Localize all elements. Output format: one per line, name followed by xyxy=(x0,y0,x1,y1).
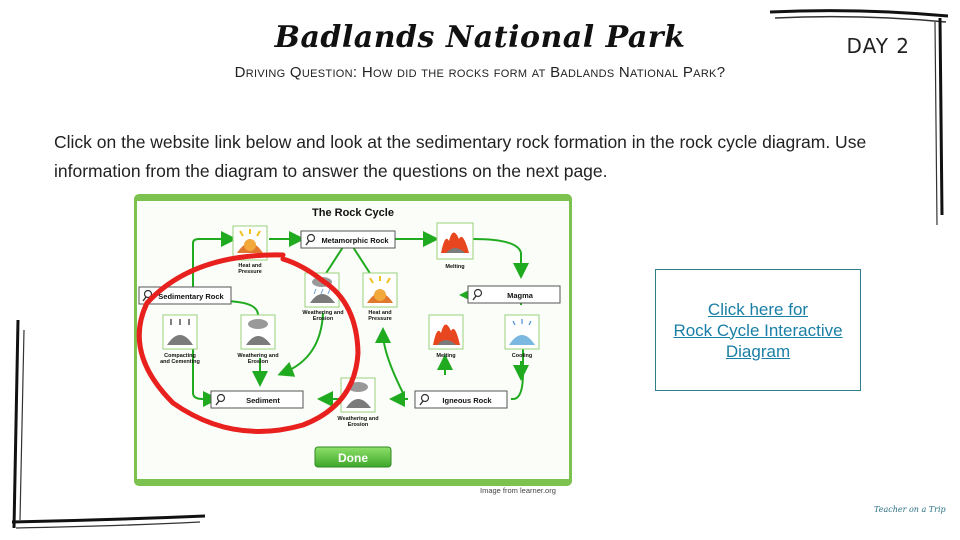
process-label: Heat and xyxy=(368,310,391,316)
teacher-on-a-trip-logo: Teacher on a Trip xyxy=(874,505,946,514)
node-magma-label: Magma xyxy=(507,291,534,300)
done-button[interactable]: Done xyxy=(314,446,392,468)
node-magma[interactable]: Magma xyxy=(467,285,561,304)
weathering-icon[interactable] xyxy=(240,314,276,350)
process-label: Erosion xyxy=(313,316,334,322)
diagram-title: The Rock Cycle xyxy=(312,207,394,219)
compacting-icon[interactable] xyxy=(162,314,198,350)
done-button-label: Done xyxy=(338,451,368,465)
node-metamorphic[interactable]: Metamorphic Rock xyxy=(300,230,396,249)
rock-cycle-link-box[interactable]: Click here for Rock Cycle Interactive Di… xyxy=(655,269,861,391)
instructions-text: Click on the website link below and look… xyxy=(54,132,867,181)
link-line-3: Diagram xyxy=(725,341,791,361)
process-label: Heat and xyxy=(238,263,261,269)
node-sedimentary-label: Sedimentary Rock xyxy=(158,292,224,301)
red-circle-annotation xyxy=(136,252,361,434)
node-sediment[interactable]: Sediment xyxy=(210,390,304,409)
process-label: Compacting xyxy=(164,353,196,359)
melting-icon[interactable] xyxy=(436,222,474,260)
page-title: Badlands National Park xyxy=(274,20,686,55)
rock-cycle-link[interactable]: Click here for Rock Cycle Interactive Di… xyxy=(673,299,842,362)
heat-pressure-icon[interactable] xyxy=(232,225,268,261)
node-metamorphic-label: Metamorphic Rock xyxy=(321,236,389,245)
link-line-2: Rock Cycle Interactive xyxy=(673,320,843,340)
process-label: Pressure xyxy=(238,269,262,275)
process-label: Erosion xyxy=(348,422,369,428)
process-label: and Cementing xyxy=(160,359,200,365)
node-igneous-label: Igneous Rock xyxy=(442,396,492,405)
process-label: Erosion xyxy=(248,359,269,365)
day-label: DAY 2 xyxy=(846,34,910,58)
process-label: Weathering and xyxy=(337,416,378,422)
heat-pressure-icon[interactable] xyxy=(362,272,398,308)
node-igneous[interactable]: Igneous Rock xyxy=(414,390,508,409)
melting-icon[interactable] xyxy=(428,314,464,350)
image-credit: Image from learner.org xyxy=(480,486,556,495)
node-sediment-label: Sediment xyxy=(246,396,280,405)
process-label: Weathering and xyxy=(237,353,278,359)
cooling-icon[interactable] xyxy=(504,314,540,350)
link-line-1: Click here for xyxy=(707,299,809,319)
driving-question: Driving Question: How did the rocks form… xyxy=(234,64,726,81)
process-label: Pressure xyxy=(368,316,392,322)
process-label: Weathering and xyxy=(302,310,343,316)
process-label: Melting xyxy=(445,264,464,270)
process-label: Melting xyxy=(436,353,455,359)
process-label: Cooling xyxy=(512,353,532,359)
rock-cycle-diagram: The Rock Cycle Metamorphic Rock Sediment… xyxy=(134,194,572,486)
